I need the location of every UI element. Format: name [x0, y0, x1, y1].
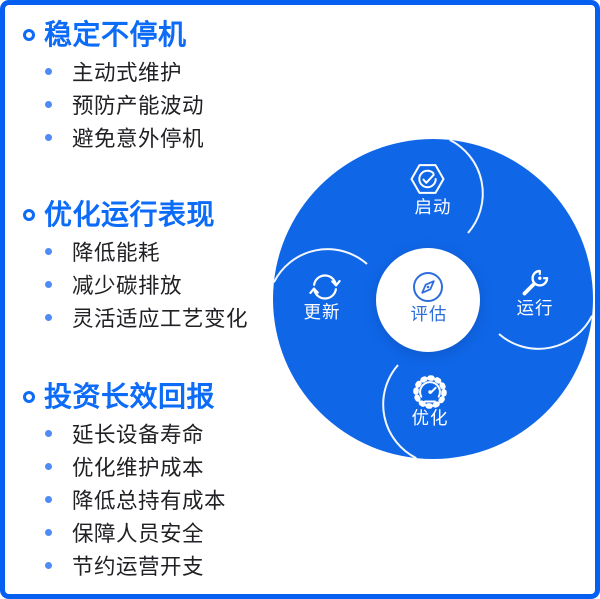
dot-bullet-icon [45, 101, 52, 108]
list-item: 避免意外停机 [15, 121, 265, 154]
benefit-heading: 投资长效回报 [15, 379, 265, 415]
node-label-left: 更新 [304, 302, 341, 322]
lifecycle-diagram: 启动 运行 优化 [263, 129, 595, 469]
benefit-section-roi: 投资长效回报 延长设备寿命 优化维护成本 降低总持有成本 保障人员安全 节约运营… [15, 379, 265, 582]
node-label-right: 运行 [517, 298, 554, 318]
list-item: 灵活适应工艺变化 [15, 301, 265, 334]
compass-icon [413, 272, 443, 302]
list-item: 降低总持有成本 [15, 483, 265, 516]
dot-bullet-icon [45, 496, 52, 503]
list-item: 保障人员安全 [15, 516, 265, 549]
dot-bullet-icon [45, 529, 52, 536]
dot-bullet-icon [45, 562, 52, 569]
benefit-section-stability: 稳定不停机 主动式维护 预防产能波动 避免意外停机 [15, 17, 265, 154]
list-item-text: 降低总持有成本 [72, 489, 227, 513]
dot-bullet-icon [45, 430, 52, 437]
gauge-icon [413, 375, 447, 409]
list-item-text: 节约运营开支 [72, 555, 205, 579]
benefit-section-performance: 优化运行表现 降低能耗 减少碳排放 灵活适应工艺变化 [15, 197, 265, 334]
list-item: 节约运营开支 [15, 549, 265, 582]
list-item-text: 主动式维护 [72, 61, 183, 85]
benefit-items: 延长设备寿命 优化维护成本 降低总持有成本 保障人员安全 节约运营开支 [15, 417, 265, 582]
list-item-text: 降低能耗 [72, 241, 161, 265]
list-item-text: 减少碳排放 [72, 274, 183, 298]
benefit-heading: 稳定不停机 [15, 17, 265, 53]
list-item: 优化维护成本 [15, 450, 265, 483]
benefit-items: 降低能耗 减少碳排放 灵活适应工艺变化 [15, 235, 265, 334]
divider-arc-right [498, 315, 593, 350]
list-item: 降低能耗 [15, 235, 265, 268]
benefit-heading: 优化运行表现 [15, 197, 265, 233]
node-label-bottom: 优化 [412, 408, 449, 428]
hub-label: 评估 [411, 304, 448, 324]
ring-bullet-icon [23, 209, 35, 221]
refresh-icon [309, 274, 341, 300]
dot-bullet-icon [45, 134, 52, 141]
list-item-text: 延长设备寿命 [72, 423, 205, 447]
wrench-icon [522, 269, 549, 296]
benefit-title: 优化运行表现 [44, 199, 216, 230]
dot-bullet-icon [45, 68, 52, 75]
divider-arc-top [449, 139, 484, 234]
divider-arc-left [273, 248, 368, 283]
benefit-items: 主动式维护 预防产能波动 避免意外停机 [15, 55, 265, 154]
dot-bullet-icon [45, 314, 52, 321]
dot-bullet-icon [45, 281, 52, 288]
node-label-top: 启动 [415, 197, 452, 217]
list-item-text: 保障人员安全 [72, 522, 205, 546]
hexagon-check-icon [410, 164, 445, 194]
divider-arc-bottom [382, 364, 417, 459]
ring-bullet-icon [23, 29, 35, 41]
dot-bullet-icon [45, 463, 52, 470]
ring-bullet-icon [23, 391, 35, 403]
benefit-title: 稳定不停机 [44, 19, 187, 50]
list-item: 减少碳排放 [15, 268, 265, 301]
list-item-text: 避免意外停机 [72, 127, 205, 151]
list-item: 延长设备寿命 [15, 417, 265, 450]
list-item: 主动式维护 [15, 55, 265, 88]
list-item-text: 预防产能波动 [72, 94, 205, 118]
dot-bullet-icon [45, 248, 52, 255]
cycle-divider-arcs [273, 139, 593, 459]
lifecycle-diagram-svg: 启动 运行 优化 [273, 139, 593, 459]
list-item: 预防产能波动 [15, 88, 265, 121]
list-item-text: 优化维护成本 [72, 456, 205, 480]
list-item-text: 灵活适应工艺变化 [72, 307, 249, 331]
benefit-title: 投资长效回报 [44, 381, 216, 412]
